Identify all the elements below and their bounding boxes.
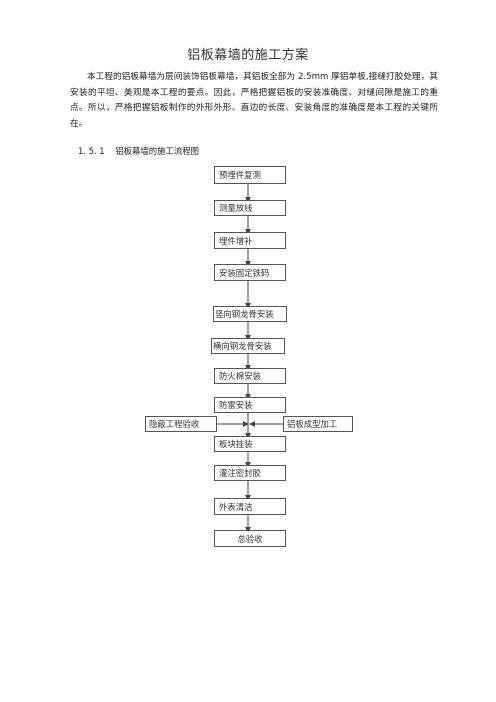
section-number: 1. 5. 1 — [78, 146, 105, 156]
flow-step-3: 埋件增补 — [214, 232, 286, 249]
flow-side-aluminum-forming: 铝板成型加工 — [283, 416, 353, 432]
flow-step-12: 总验收 — [214, 530, 286, 547]
flow-step-5: 竖向钢龙骨安装 — [213, 306, 287, 322]
section-title: 铝板幕墙的施工流程图 — [115, 146, 200, 156]
flow-step-4: 安装固定铁码 — [214, 264, 286, 281]
flow-step-1: 预埋件复测 — [214, 166, 286, 184]
flow-step-10: 灌注密封胶 — [214, 465, 286, 481]
section-heading: 1. 5. 1 铝板幕墙的施工流程图 — [78, 145, 199, 157]
flow-step-2: 测量放线 — [214, 200, 286, 216]
flow-step-7: 防火棉安装 — [214, 368, 286, 384]
flow-step-11: 外表清洁 — [214, 498, 286, 515]
flow-step-6: 横向钢龙骨安装 — [211, 338, 285, 354]
flow-step-8: 防雷安装 — [214, 397, 286, 413]
flow-step-9: 板块挂装 — [214, 436, 286, 452]
page-title: 铝板幕墙的施工方案 — [187, 48, 309, 63]
flow-side-hidden-works-acceptance: 隐蔽工程验收 — [145, 416, 217, 432]
intro-paragraph: 本工程的铝板幕墙为层间装饰铝板幕墙，其铝板全部为 2.5mm 厚铝单板,接缝打胶… — [70, 72, 438, 129]
